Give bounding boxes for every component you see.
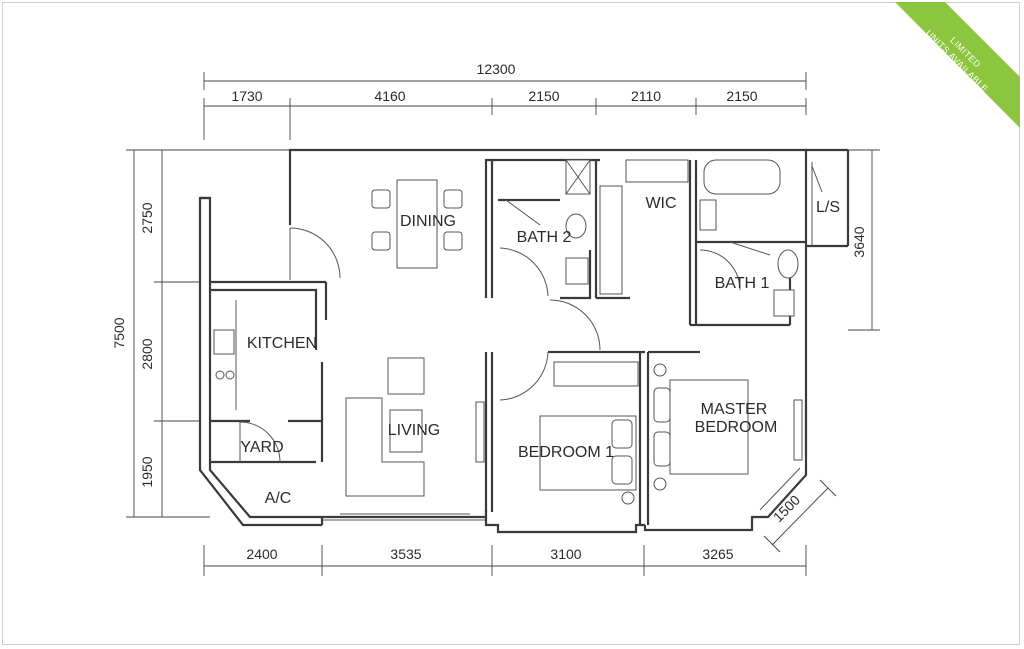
coffee-table (389, 409, 423, 453)
label-living: LIVING (388, 422, 440, 439)
dining-table (396, 179, 438, 269)
kitchen-fixtures (213, 300, 237, 410)
doors (239, 165, 823, 463)
dim-left-total: 7500 (111, 317, 127, 348)
toilet-icon (565, 213, 587, 239)
toilet-icon (777, 249, 799, 279)
sink-icon (213, 329, 235, 355)
bottom-dimensions: 2400 3535 3100 3265 (203, 545, 807, 576)
lamp-icon (653, 477, 667, 491)
dim-left-2: 2800 (139, 338, 155, 369)
dim-right: 3640 (851, 226, 867, 257)
pillow (611, 419, 633, 449)
label-wic: WIC (645, 195, 676, 212)
master-bed (669, 379, 749, 475)
diagonal-dimension: 1500 (763, 479, 837, 553)
bath2-fixtures (565, 159, 591, 285)
dining-set (371, 179, 463, 269)
lamp-icon (621, 491, 635, 505)
armchair (387, 357, 425, 395)
dim-bottom-3: 3100 (550, 546, 581, 562)
label-ac: A/C (265, 490, 292, 507)
dim-top-1: 1730 (231, 88, 262, 104)
label-master-line1: MASTER (701, 401, 768, 418)
bath1-fixtures (699, 159, 799, 317)
label-dining: DINING (400, 213, 456, 230)
dim-overall-width: 12300 (477, 61, 516, 77)
label-bath2: BATH 2 (517, 229, 572, 246)
sofa (345, 397, 425, 497)
label-master-line2: BEDROOM (695, 419, 778, 436)
label-kitchen: KITCHEN (247, 335, 317, 352)
dim-top-5: 2150 (726, 88, 757, 104)
limited-units-banner: LIMITED UNITS AVAILABLE (895, 2, 1020, 128)
windows (340, 399, 803, 521)
wardrobe-hatching (553, 159, 689, 387)
chair (371, 189, 391, 209)
pillow (653, 387, 671, 423)
dim-bottom-1: 2400 (246, 546, 277, 562)
dim-bottom-2: 3535 (390, 546, 421, 562)
basin-icon (773, 289, 795, 317)
basin-icon (565, 257, 589, 285)
shower-icon (699, 199, 717, 231)
bathtub-icon (703, 159, 781, 195)
chair (443, 189, 463, 209)
living-furniture (345, 357, 425, 497)
pillow (611, 455, 633, 485)
label-ls: L/S (816, 199, 840, 216)
room-labels: DINING KITCHEN YARD A/C LIVING BATH 2 WI… (240, 195, 840, 507)
pillow (653, 431, 671, 467)
dim-top-2: 4160 (374, 88, 405, 104)
dim-bottom-4: 3265 (702, 546, 733, 562)
top-dimensions: 12300 1730 4160 2150 2110 2150 (203, 61, 807, 140)
dim-left-3: 1950 (139, 456, 155, 487)
chair (443, 231, 463, 251)
left-dimensions: 7500 2750 2800 1950 (111, 149, 290, 518)
label-yard: YARD (240, 439, 283, 456)
dim-top-3: 2150 (528, 88, 559, 104)
dim-top-4: 2110 (631, 88, 661, 104)
dim-left-1: 2750 (139, 202, 155, 233)
chair (371, 231, 391, 251)
label-bath1: BATH 1 (715, 275, 770, 292)
stove-icon (215, 370, 225, 380)
label-bedroom1: BEDROOM 1 (518, 444, 614, 461)
lamp-icon (653, 363, 667, 377)
beds (539, 363, 749, 505)
right-dimensions: 3640 (848, 149, 880, 331)
banner-ribbon (895, 2, 1020, 128)
